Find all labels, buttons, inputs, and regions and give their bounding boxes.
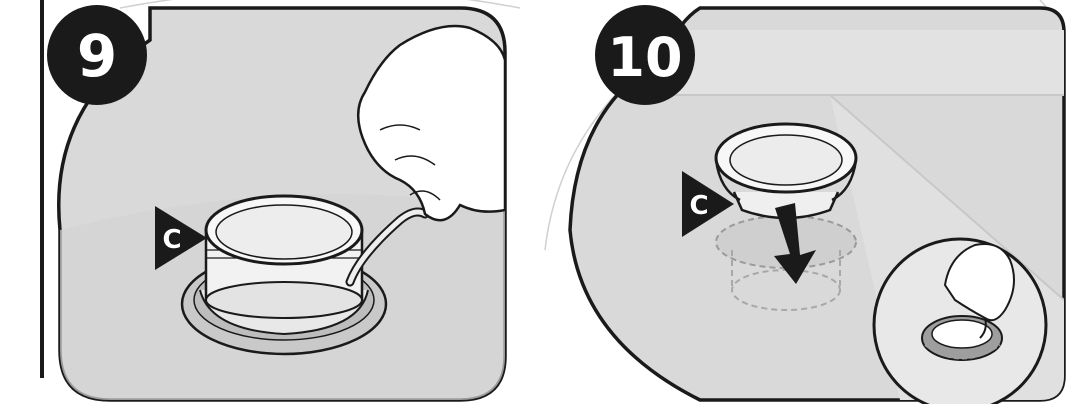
step-number: 10: [607, 26, 682, 89]
step-9-panel: 9 C: [47, 5, 505, 400]
detail-inset: [874, 239, 1046, 404]
step-number: 9: [77, 22, 117, 90]
part-marker-label: C: [162, 225, 181, 255]
step-10-panel: 10 C: [570, 5, 1064, 404]
side-rule: [40, 0, 44, 378]
part-marker-label: C: [689, 191, 708, 221]
